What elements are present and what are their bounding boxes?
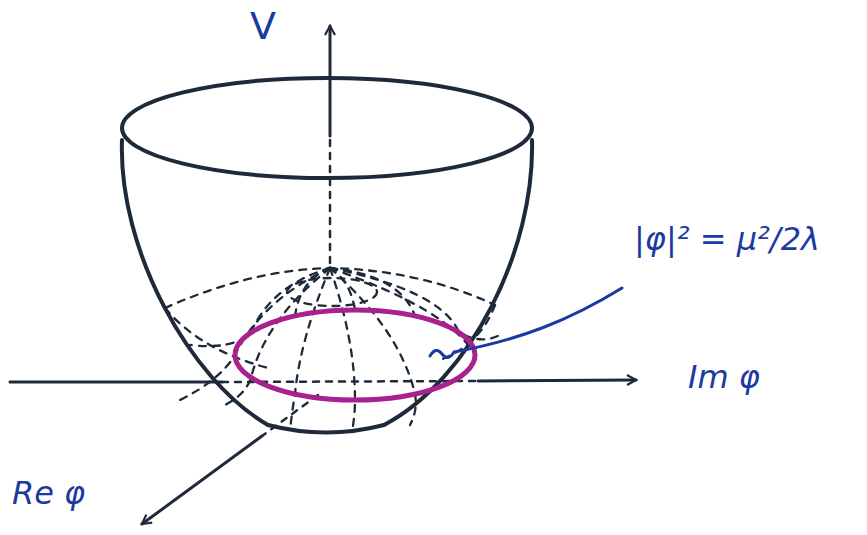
bowl-side bbox=[122, 140, 268, 425]
v-axis-hidden bbox=[329, 140, 332, 268]
v-axis bbox=[329, 26, 332, 136]
re-axis bbox=[142, 436, 262, 524]
bowl-side bbox=[384, 140, 532, 425]
leader-line bbox=[430, 288, 622, 358]
im-axis bbox=[10, 381, 222, 384]
vacuum-ring bbox=[235, 310, 475, 400]
axis-label: V bbox=[250, 6, 276, 48]
bowl-rim bbox=[122, 78, 532, 178]
ring-formula: |φ|² = μ²/2λ bbox=[634, 222, 820, 257]
axis-label: Im φ bbox=[688, 360, 760, 395]
axis-label: Re φ bbox=[12, 476, 85, 511]
hat-surface bbox=[165, 268, 500, 432]
bowl-bottom bbox=[268, 425, 384, 433]
im-axis bbox=[478, 380, 636, 381]
